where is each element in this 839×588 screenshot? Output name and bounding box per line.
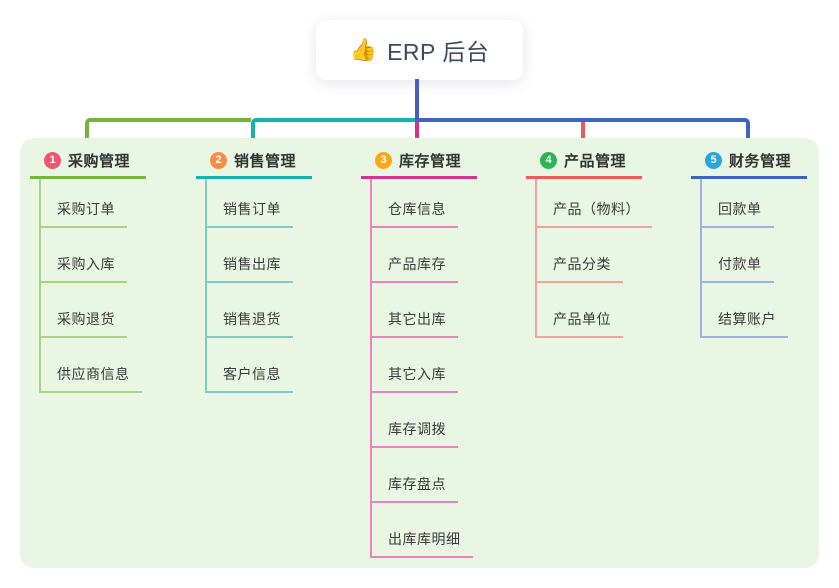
root-node[interactable]: 👍 ERP 后台 (316, 20, 523, 80)
child-node[interactable]: 采购退货 (41, 283, 127, 338)
child-node-label: 出库库明细 (388, 531, 461, 547)
child-node-label: 仓库信息 (388, 201, 446, 217)
child-node[interactable]: 产品单位 (537, 283, 623, 338)
child-node-label: 销售订单 (223, 201, 281, 217)
branch-number-badge: 2 (210, 151, 227, 169)
child-node-label: 销售出库 (223, 256, 281, 272)
branch-label: 库存管理 (399, 152, 462, 170)
child-node[interactable]: 销售退货 (207, 283, 293, 338)
branch-header[interactable]: 2 销售管理 (196, 150, 312, 179)
child-node[interactable]: 供应商信息 (41, 338, 142, 393)
child-node-label: 其它入库 (388, 366, 446, 382)
connector-finance-line (415, 118, 750, 142)
child-node-label: 回款单 (718, 201, 762, 217)
child-node[interactable]: 结算账户 (702, 283, 788, 338)
branch-children: 采购订单采购入库采购退货供应商信息 (39, 179, 146, 393)
child-node-label: 产品库存 (388, 256, 446, 272)
child-node-label: 库存调拨 (388, 421, 446, 437)
branch-sales-management: 2 销售管理 销售订单销售出库销售退货客户信息 (196, 150, 312, 393)
branch-label: 产品管理 (564, 152, 627, 170)
root-node-label: ERP 后台 (387, 39, 490, 65)
child-node[interactable]: 出库库明细 (372, 503, 473, 558)
branch-product-management: 4 产品管理 产品（物料） 产品分类产品单位 (526, 150, 652, 338)
child-node[interactable]: 采购入库 (41, 228, 127, 283)
child-node[interactable]: 销售出库 (207, 228, 293, 283)
child-node[interactable]: 产品库存 (372, 228, 458, 283)
child-node[interactable]: 采购订单 (41, 179, 127, 228)
child-node[interactable]: 其它入库 (372, 338, 458, 393)
child-node-label: 销售退货 (223, 311, 281, 327)
child-node-label: 其它出库 (388, 311, 446, 327)
child-node-label: 采购订单 (57, 201, 115, 217)
branch-number-badge: 1 (44, 151, 61, 169)
branch-children: 销售订单销售出库销售退货客户信息 (205, 179, 312, 393)
child-node[interactable]: 回款单 (702, 179, 774, 228)
child-node[interactable]: 产品分类 (537, 228, 623, 283)
connector-inventory-line (415, 122, 419, 143)
thumbs-up-icon: 👍 (349, 37, 378, 62)
child-node[interactable]: 其它出库 (372, 283, 458, 338)
branch-number-badge: 5 (705, 151, 722, 169)
branch-children: 仓库信息产品库存其它出库其它入库库存调拨库存盘点出库库明细 (370, 179, 477, 558)
child-node-label: 供应商信息 (57, 366, 130, 382)
branch-number-badge: 3 (375, 151, 392, 169)
child-node[interactable]: 付款单 (702, 228, 774, 283)
child-node-label: 付款单 (718, 256, 762, 272)
connector-sales-line (251, 118, 415, 142)
child-node-label: 产品（物料） (553, 201, 640, 217)
branch-header[interactable]: 4 产品管理 (526, 150, 642, 179)
child-node[interactable]: 产品（物料） (537, 179, 652, 228)
connector-product-line (581, 122, 585, 140)
branch-header[interactable]: 3 库存管理 (361, 150, 477, 179)
child-node-label: 结算账户 (718, 311, 776, 327)
branches-panel: 1 采购管理 采购订单采购入库采购退货供应商信息 2 销售管理 销售订单销售出库… (20, 138, 819, 568)
child-node-label: 客户信息 (223, 366, 281, 382)
branch-inventory-management: 3 库存管理 仓库信息产品库存其它出库其它入库库存调拨库存盘点出库库明细 (361, 150, 477, 558)
child-node[interactable]: 库存调拨 (372, 393, 458, 448)
branch-purchase-management: 1 采购管理 采购订单采购入库采购退货供应商信息 (30, 150, 146, 393)
branch-number-badge: 4 (540, 151, 557, 169)
branch-label: 财务管理 (729, 152, 792, 170)
branch-finance-management: 5 财务管理 回款单付款单结算账户 (691, 150, 807, 338)
branch-children: 回款单付款单结算账户 (700, 179, 807, 338)
branch-header[interactable]: 1 采购管理 (30, 150, 146, 179)
child-node[interactable]: 销售订单 (207, 179, 293, 228)
root-stem-line (415, 79, 419, 119)
child-node[interactable]: 仓库信息 (372, 179, 458, 228)
branch-header[interactable]: 5 财务管理 (691, 150, 807, 179)
child-node-label: 采购退货 (57, 311, 115, 327)
connector-purchase-line (85, 118, 251, 142)
child-node-label: 采购入库 (57, 256, 115, 272)
child-node-label: 库存盘点 (388, 476, 446, 492)
child-node[interactable]: 库存盘点 (372, 448, 458, 503)
branch-label: 销售管理 (234, 152, 297, 170)
child-node[interactable]: 客户信息 (207, 338, 293, 393)
child-node-label: 产品分类 (553, 256, 611, 272)
branch-label: 采购管理 (68, 152, 131, 170)
branch-children: 产品（物料） 产品分类产品单位 (535, 179, 652, 338)
child-node-label: 产品单位 (553, 311, 611, 327)
